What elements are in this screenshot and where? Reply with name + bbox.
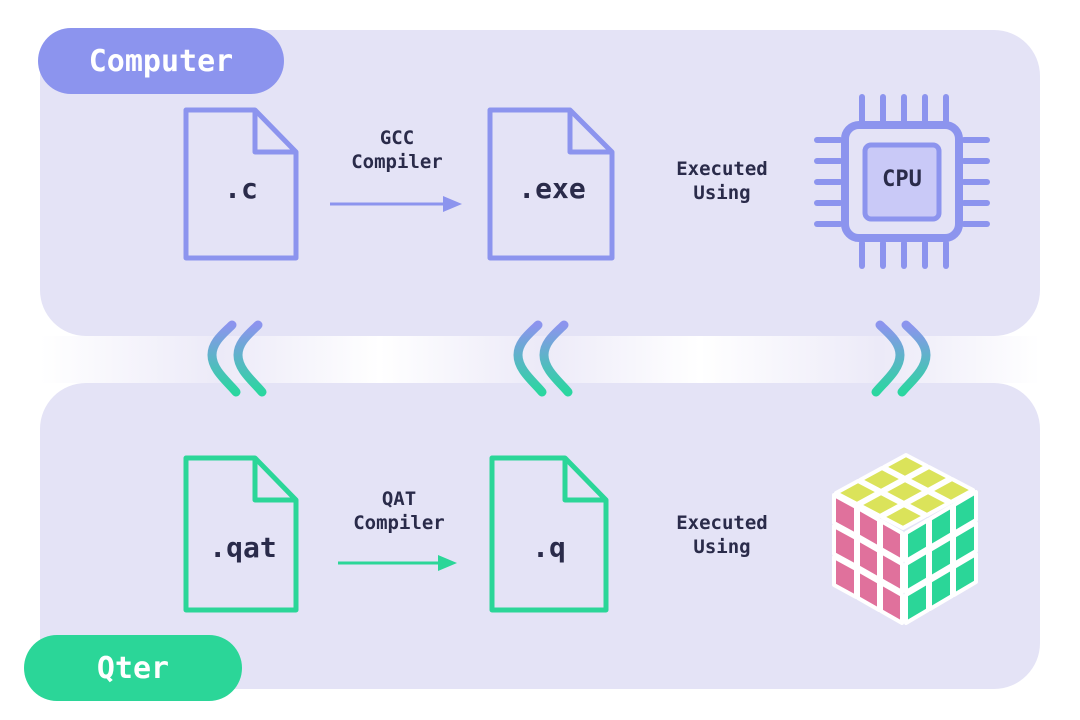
- q-file-icon: [489, 455, 609, 613]
- qat-file-icon: [183, 455, 299, 613]
- qat-compiler-label: QAT Compiler: [319, 487, 479, 535]
- gcc-arrow-icon: [330, 196, 462, 212]
- equivalence-squiggle-middle: [513, 320, 573, 397]
- gcc-compiler-line-2: Compiler: [351, 151, 443, 173]
- executed-line-1: Executed: [676, 158, 768, 180]
- gcc-compiler-label: GCC Compiler: [317, 126, 477, 174]
- q-file-label: .q: [532, 531, 566, 564]
- equivalence-squiggle-right: [871, 320, 931, 397]
- qat-compiler-line-2: Compiler: [353, 512, 445, 534]
- executed-line-1: Executed: [676, 512, 768, 534]
- c-file-icon: [183, 107, 299, 261]
- cpu-label: CPU: [882, 167, 922, 192]
- executed-line-2: Using: [693, 182, 751, 204]
- qter-section-tag: Qter: [24, 635, 242, 701]
- computer-section-tag: Computer: [38, 28, 284, 94]
- exe-file-icon: [487, 107, 615, 261]
- qat-file-label: .qat: [209, 531, 277, 564]
- exe-file-label: .exe: [518, 172, 586, 205]
- executed-using-label-top: Executed Using: [642, 157, 802, 205]
- qat-compiler-line-1: QAT: [381, 488, 417, 510]
- executed-using-label-bottom: Executed Using: [642, 511, 802, 559]
- rubiks-cube-icon: [832, 453, 978, 625]
- executed-line-2: Using: [693, 536, 751, 558]
- qat-arrow-icon: [338, 555, 457, 571]
- equivalence-squiggle-left: [207, 320, 267, 397]
- cpu-chip-icon: [814, 94, 990, 269]
- gcc-compiler-line-1: GCC: [379, 127, 415, 149]
- c-file-label: .c: [224, 172, 258, 205]
